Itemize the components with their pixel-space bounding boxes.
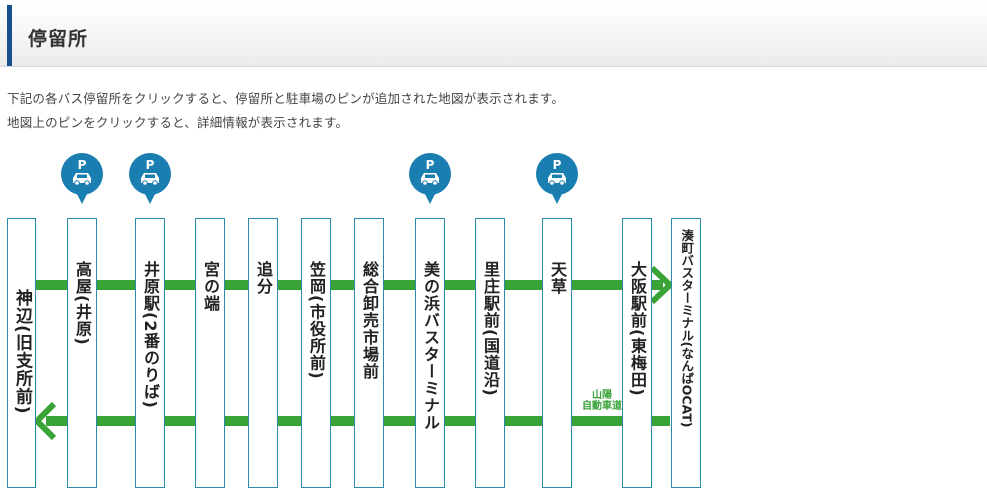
expressway-label-line1: 山陽 — [592, 390, 612, 401]
stop-osaka-station[interactable]: 大阪駅前(東梅田) — [622, 218, 652, 488]
stop-label: 神辺(旧支所前) — [12, 289, 32, 415]
stop-label: 天草 — [548, 261, 567, 295]
stop-oiwake[interactable]: 追分 — [248, 218, 278, 488]
stop-label: 追分 — [254, 261, 273, 295]
svg-text:P: P — [553, 158, 562, 172]
description-line-2: 地図上のピンをクリックすると、詳細情報が表示されます。 — [7, 115, 349, 130]
stop-label: 高屋(井原) — [73, 261, 92, 346]
expressway-label: 山陽 自動車道 — [565, 390, 639, 412]
eastbound-line — [33, 280, 663, 290]
section-title: 停留所 — [28, 28, 89, 50]
svg-text:P: P — [146, 158, 155, 172]
stop-label: 宮の端 — [201, 261, 220, 312]
stop-ibara-station[interactable]: 井原駅(2番のりば) — [135, 218, 165, 488]
parking-pin-ibara-station[interactable]: P — [128, 152, 172, 208]
stop-satosho-station[interactable]: 里庄駅前(国道沿) — [475, 218, 505, 488]
parking-car-icon: P — [129, 153, 171, 204]
parking-pin-amakusa[interactable]: P — [535, 152, 579, 208]
description-line-1: 下記の各バス停留所をクリックすると、停留所と駐車場のピンが追加された地図が表示さ… — [7, 91, 565, 106]
eastbound-arrow-icon — [649, 265, 675, 305]
stop-label: 湊町バスターミナル(なんばOCAT) — [679, 229, 695, 428]
stop-label: 総合卸売市場前 — [360, 261, 379, 380]
westbound-arrow-icon — [32, 401, 57, 441]
stop-miyanohata[interactable]: 宮の端 — [195, 218, 225, 488]
parking-car-icon: P — [61, 153, 103, 204]
stop-label: 美の浜バスターミナル — [421, 261, 440, 431]
stop-kasaoka[interactable]: 笠岡(市役所前) — [301, 218, 331, 488]
stop-minohama-terminal[interactable]: 美の浜バスターミナル — [415, 218, 445, 488]
section-header-accent — [7, 5, 12, 66]
section-header — [0, 5, 987, 67]
stop-label: 大阪駅前(東梅田) — [628, 261, 647, 397]
stop-wholesale-market[interactable]: 総合卸売市場前 — [354, 218, 384, 488]
parking-pin-minohama-terminal[interactable]: P — [408, 152, 452, 208]
stop-label: 井原駅(2番のりば) — [141, 261, 160, 409]
expressway-label-line2: 自動車道 — [582, 401, 622, 412]
stop-kannabe[interactable]: 神辺(旧支所前) — [7, 218, 36, 488]
stop-label: 里庄駅前(国道沿) — [481, 261, 500, 397]
stop-label: 笠岡(市役所前) — [307, 261, 326, 380]
svg-text:P: P — [426, 158, 435, 172]
stop-takaya[interactable]: 高屋(井原) — [67, 218, 97, 488]
svg-text:P: P — [78, 158, 87, 172]
stop-minatomachi-terminal[interactable]: 湊町バスターミナル(なんばOCAT) — [671, 218, 701, 488]
stop-amakusa[interactable]: 天草 — [542, 218, 572, 488]
parking-car-icon: P — [409, 153, 451, 204]
parking-pin-takaya[interactable]: P — [60, 152, 104, 208]
parking-car-icon: P — [536, 153, 578, 204]
